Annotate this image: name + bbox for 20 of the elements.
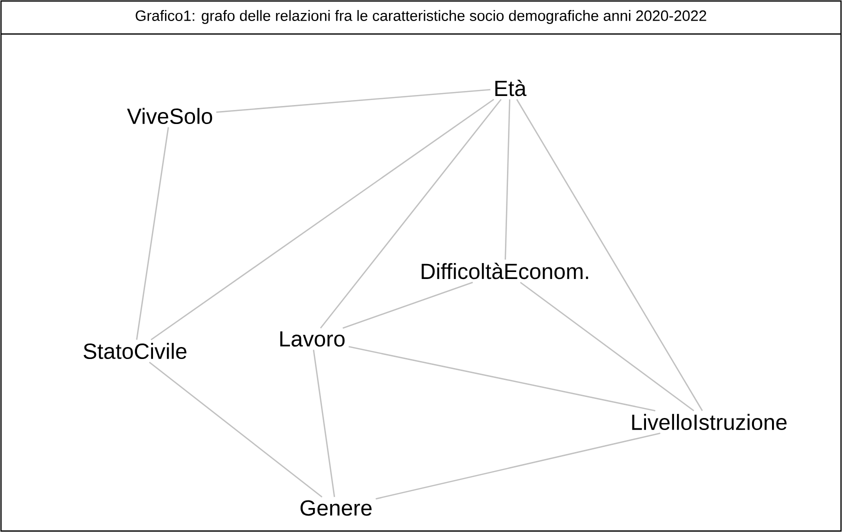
node-label: LivelloIstruzione [632,414,787,430]
edge-line [312,350,336,498]
edge-line [320,98,502,329]
edge-line [520,282,694,412]
node-label: DifficoltàEconom. [422,262,588,280]
edge-line [216,88,490,113]
edge-line [342,282,473,329]
node-label: Età [495,80,526,96]
edge-line [150,98,494,340]
node-label: Lavoro [280,331,345,347]
edge-line [149,362,322,498]
node-label: StatoCivile [84,342,186,360]
edge-line [348,346,656,412]
edge-line [136,127,169,340]
node-label: ViveSolo [127,108,212,124]
edge-line [516,99,703,412]
edge-line [504,99,510,260]
edge-line [376,432,660,500]
title: Grafico1: grafo delle relazioni fra le caratteristiche socio demografiche anni 2020-2022 [136,10,706,24]
node-label: Genere [300,500,372,516]
